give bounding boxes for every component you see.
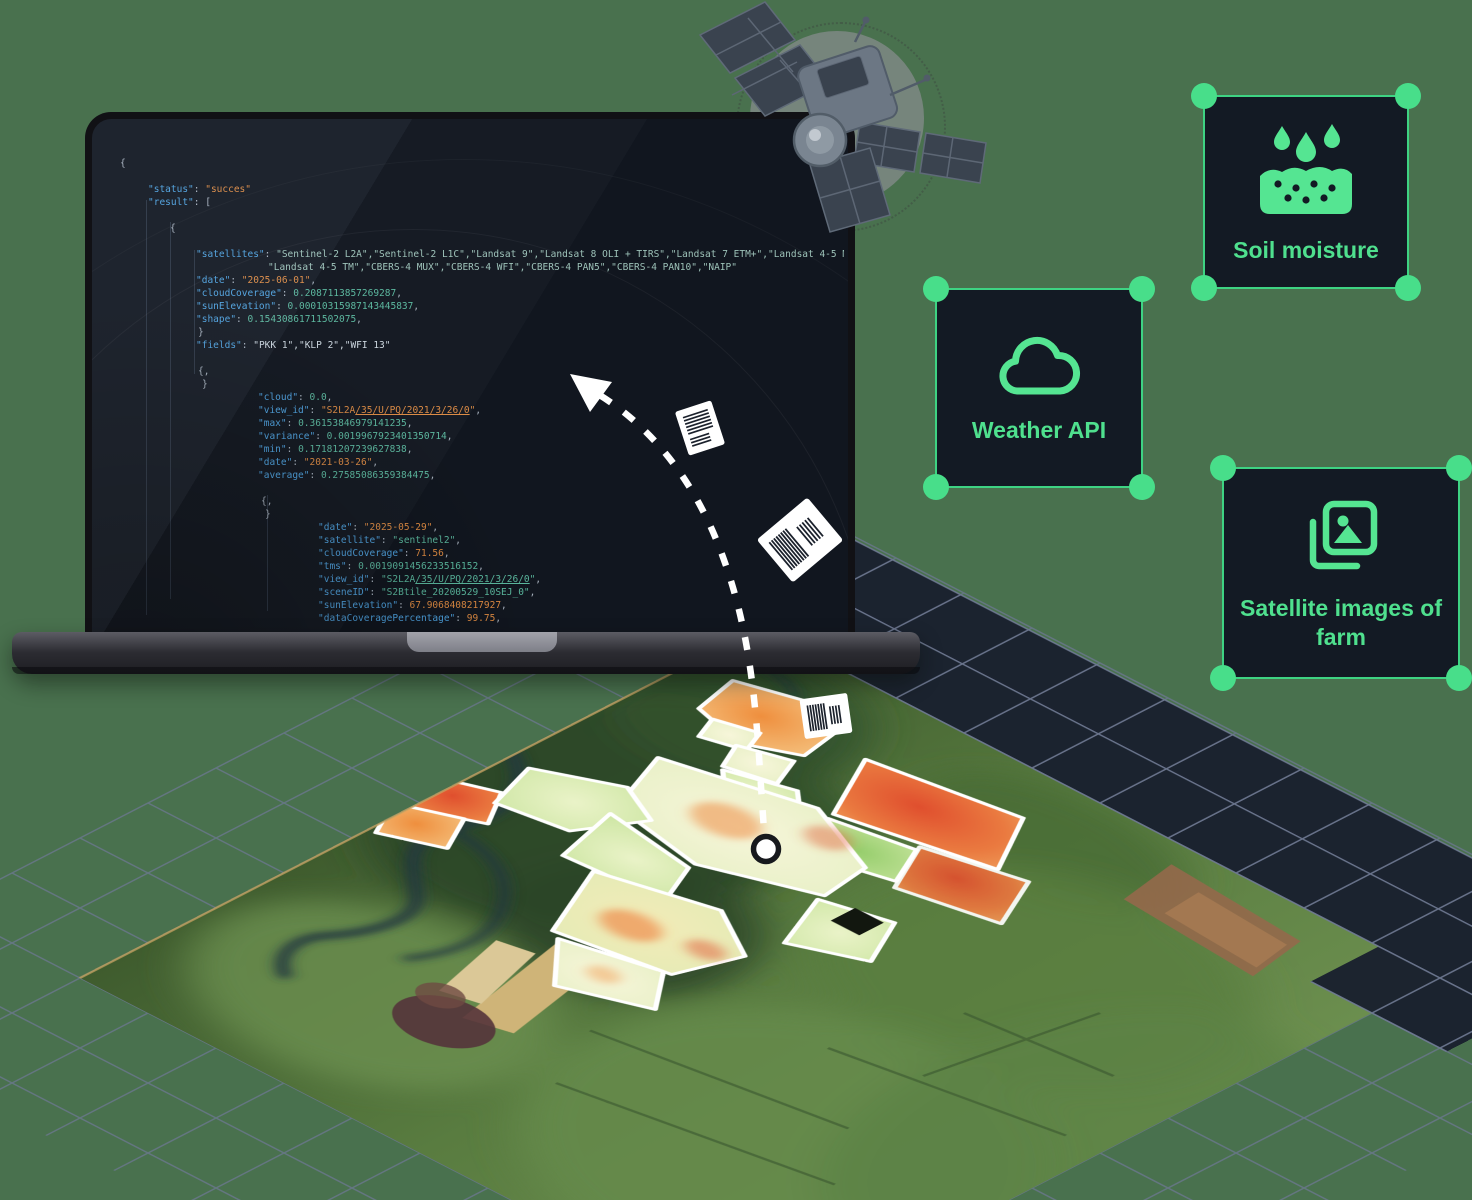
selection-handle[interactable] — [923, 276, 949, 302]
card-label: Weather API — [971, 416, 1107, 443]
card-soil-moisture[interactable]: Soil moisture — [1191, 83, 1421, 301]
indent-guide — [194, 250, 195, 374]
card-label: Satellite images of farm — [1240, 595, 1442, 650]
laptop-notch — [407, 632, 557, 652]
document-icon — [799, 693, 853, 739]
ndvi-fields — [373, 679, 1032, 1011]
river — [275, 645, 798, 980]
card-weather-api[interactable]: Weather API — [923, 276, 1155, 500]
photo-stack-icon — [1309, 501, 1378, 570]
selection-handle[interactable] — [1129, 276, 1155, 302]
selection-handle[interactable] — [1446, 665, 1472, 691]
satellite-photo — [78, 627, 1441, 1200]
screen-sheen — [92, 119, 848, 637]
selection-handle[interactable] — [923, 474, 949, 500]
map-marker[interactable] — [750, 833, 782, 865]
cloud-icon — [999, 336, 1080, 395]
indent-guide — [146, 200, 147, 615]
laptop-base — [12, 632, 920, 674]
soil-moisture-icon — [1260, 123, 1352, 214]
laptop-screen: { "status": "succes""result": [ { "satel… — [85, 112, 855, 637]
selection-handle[interactable] — [1446, 455, 1472, 481]
selection-handle[interactable] — [1129, 474, 1155, 500]
selection-handle[interactable] — [1191, 83, 1217, 109]
selection-handle[interactable] — [1210, 455, 1236, 481]
selection-handle[interactable] — [1395, 275, 1421, 301]
selection-handle[interactable] — [1395, 83, 1421, 109]
selection-handle[interactable] — [1210, 665, 1236, 691]
indent-guide — [170, 222, 171, 599]
selection-handle[interactable] — [1191, 275, 1217, 301]
card-label: Soil moisture — [1233, 236, 1379, 263]
card-satellite-images[interactable]: Satellite images of farm — [1210, 455, 1472, 691]
